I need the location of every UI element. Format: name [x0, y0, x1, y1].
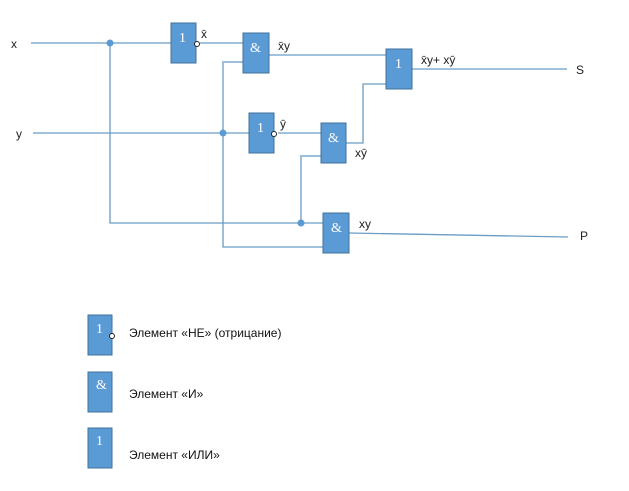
negation-bubble [271, 131, 277, 137]
signal-label-sum: x̄y+ xȳ [421, 53, 455, 67]
negation-bubble [194, 41, 200, 47]
legend-label: Элемент «И» [129, 387, 204, 401]
not-gate-y[interactable]: 1 [248, 112, 277, 154]
legend-symbol: 1 [96, 434, 103, 449]
negation-bubble [109, 333, 115, 339]
junction-x-lower [297, 219, 305, 227]
junction-x [106, 39, 114, 47]
signal-label-x-y: xy [359, 217, 371, 231]
wire-y-to-and1 [222, 61, 243, 133]
wire-p-out [348, 232, 569, 238]
wire-x-to-and2 [300, 155, 321, 223]
and-gate-x-not-y[interactable]: & [320, 122, 347, 164]
wires [31, 42, 569, 248]
legend-item-or: 1 Элемент «ИЛИ» [87, 427, 220, 469]
gate-symbol: 1 [395, 57, 402, 72]
gate-symbol: & [250, 41, 261, 56]
signal-label-not-x-y: x̄y [278, 39, 290, 53]
legend-label: Элемент «ИЛИ» [129, 448, 220, 462]
not-gate-x[interactable]: 1 [170, 22, 200, 64]
legend-symbol: 1 [96, 322, 103, 337]
wire-and2-out [346, 83, 386, 144]
legend: 1 Элемент «НЕ» (отрицание) & Элемент «И»… [87, 314, 281, 469]
signal-label-x-not-y: xȳ [355, 146, 367, 160]
legend-item-and: & Элемент «И» [87, 371, 204, 413]
gate-symbol: 1 [179, 31, 186, 46]
wire-y-branch [222, 133, 323, 248]
junction-y [219, 129, 227, 137]
input-label-x: x [11, 37, 17, 51]
output-label-p: P [580, 229, 588, 243]
signal-label-not-y: ȳ [280, 117, 286, 131]
wire-x-branch [109, 43, 323, 224]
legend-label: Элемент «НЕ» (отрицание) [129, 326, 281, 340]
input-label-y: y [16, 127, 22, 141]
gate-symbol: 1 [257, 121, 264, 136]
and-gate-x-y[interactable]: & [322, 212, 350, 254]
legend-symbol: & [96, 378, 107, 393]
signal-label-not-x: x̄ [201, 27, 207, 41]
legend-item-not: 1 Элемент «НЕ» (отрицание) [87, 314, 281, 356]
or-gate-sum[interactable]: 1 [385, 48, 413, 90]
gate-symbol: & [331, 221, 342, 236]
output-label-s: S [576, 63, 584, 77]
and-gate-not-x-y[interactable]: & [242, 32, 270, 74]
gate-symbol: & [328, 131, 339, 146]
